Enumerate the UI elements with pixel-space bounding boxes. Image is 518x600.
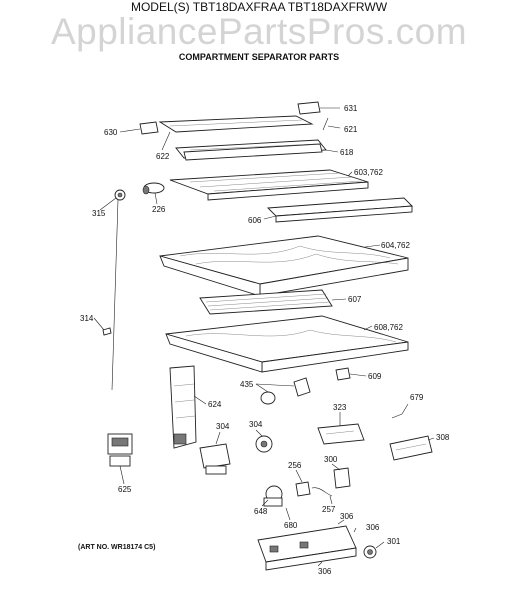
part-label-630: 630 bbox=[104, 128, 118, 137]
part-label-304-housing: 304 bbox=[216, 422, 230, 431]
part-label-680: 680 bbox=[284, 521, 298, 530]
part-606 bbox=[263, 197, 414, 223]
part-label-300: 300 bbox=[324, 455, 338, 464]
part-label-256: 256 bbox=[288, 461, 302, 470]
part-label-608-762: 608,762 bbox=[374, 323, 403, 332]
part-315 bbox=[99, 189, 126, 211]
diagram-title: COMPARTMENT SEPARATOR PARTS bbox=[178, 52, 340, 62]
part-300 bbox=[331, 463, 351, 489]
part-label-603-762: 603,762 bbox=[354, 168, 383, 177]
part-label-323: 323 bbox=[333, 403, 347, 412]
part-label-618: 618 bbox=[340, 148, 354, 157]
part-label-622: 622 bbox=[156, 152, 170, 161]
part-label-315: 315 bbox=[92, 209, 106, 218]
part-622 bbox=[158, 115, 314, 151]
part-label-648: 648 bbox=[254, 507, 268, 516]
part-label-306-right: 306 bbox=[366, 523, 380, 532]
part-label-679: 679 bbox=[410, 393, 424, 402]
part-631 bbox=[297, 101, 340, 115]
part-314 bbox=[93, 199, 119, 391]
part-607 bbox=[199, 289, 347, 315]
part-304-housing bbox=[199, 431, 231, 475]
watermark: AppliancePartsPros.com bbox=[50, 11, 468, 52]
part-625 bbox=[107, 433, 133, 485]
part-624 bbox=[169, 365, 207, 449]
part-226 bbox=[142, 182, 165, 205]
part-label-606: 606 bbox=[248, 216, 262, 225]
part-301 bbox=[363, 541, 385, 559]
part-604 bbox=[159, 235, 409, 297]
part-label-609: 609 bbox=[368, 372, 382, 381]
part-label-435: 435 bbox=[240, 380, 254, 389]
model-header: MODEL(S) TBT18DAXFRAA TBT18DAXFRWW bbox=[130, 0, 388, 14]
part-label-621: 621 bbox=[344, 125, 358, 134]
art-number: (ART NO. WR18174 C5) bbox=[78, 544, 156, 551]
part-label-607: 607 bbox=[348, 295, 362, 304]
part-323 bbox=[317, 412, 365, 445]
part-label-314: 314 bbox=[80, 314, 94, 323]
part-608 bbox=[165, 315, 409, 373]
part-257 bbox=[311, 487, 333, 505]
part-618 bbox=[175, 139, 339, 161]
part-603 bbox=[169, 169, 369, 201]
part-435 bbox=[255, 377, 311, 405]
part-648 bbox=[261, 485, 283, 507]
part-label-306-top: 306 bbox=[340, 512, 354, 521]
part-label-631: 631 bbox=[344, 104, 358, 113]
part-label-625: 625 bbox=[118, 485, 132, 494]
part-304-knob bbox=[255, 429, 273, 453]
part-label-226: 226 bbox=[152, 205, 166, 214]
part-609 bbox=[335, 367, 367, 381]
part-label-604-762: 604,762 bbox=[381, 241, 410, 250]
part-306-housing bbox=[257, 519, 357, 571]
part-630 bbox=[119, 121, 159, 135]
part-679 bbox=[391, 403, 409, 419]
part-label-257: 257 bbox=[322, 505, 336, 514]
part-label-304-knob: 304 bbox=[249, 420, 263, 429]
part-680 bbox=[285, 507, 291, 521]
part-308 bbox=[389, 435, 435, 461]
part-label-624: 624 bbox=[208, 400, 222, 409]
part-label-301: 301 bbox=[387, 537, 401, 546]
part-label-306-bottom: 306 bbox=[318, 567, 332, 576]
part-label-308: 308 bbox=[436, 433, 450, 442]
part-256 bbox=[295, 469, 311, 497]
part-621 bbox=[322, 117, 341, 131]
